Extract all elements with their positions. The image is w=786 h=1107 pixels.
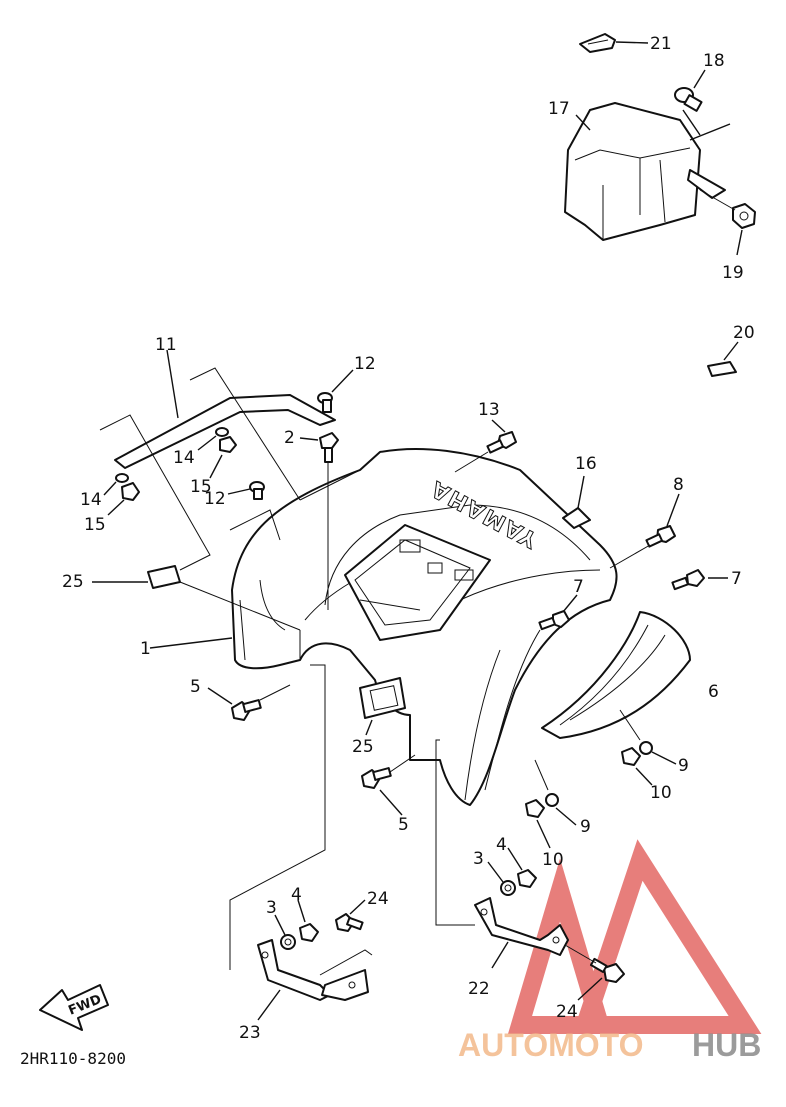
part-5-bolt-left (207, 684, 291, 721)
callout-3-right: 3 (473, 849, 484, 869)
part-24-bolt-left (335, 899, 366, 932)
part-14-15-upper (197, 427, 237, 479)
part-23-bracket (257, 939, 373, 1021)
part-20-pad (707, 341, 739, 377)
callout-23: 23 (239, 1023, 261, 1043)
callout-12-lower: 12 (204, 489, 226, 509)
callout-21: 21 (650, 34, 672, 54)
reference-frames (99, 367, 361, 571)
callout-15-lower: 15 (84, 515, 106, 535)
part-18-bolt (674, 69, 706, 112)
callout-5-lower: 5 (398, 815, 409, 835)
part-13-bolt (454, 419, 517, 473)
part-25-label-upper (92, 565, 301, 631)
callout-18: 18 (703, 51, 725, 71)
callout-6: 6 (708, 682, 719, 702)
callout-11: 11 (155, 335, 177, 355)
callout-3-left: 3 (266, 898, 277, 918)
part-14-15-lower (103, 473, 140, 516)
callout-13: 13 (478, 400, 500, 420)
leader-1 (149, 637, 233, 649)
callout-10-right: 10 (650, 783, 672, 803)
callout-25-lower: 25 (352, 737, 374, 757)
part-9-10-lower (525, 759, 577, 849)
callout-15-upper: 15 (190, 477, 212, 497)
part-7-bolt-left (538, 594, 578, 631)
watermark-logo (507, 839, 762, 1034)
callout-4-right: 4 (496, 835, 507, 855)
callout-24-left: 24 (367, 889, 389, 909)
callout-14-upper: 14 (173, 448, 195, 468)
fwd-arrow-icon: FWD (39, 984, 109, 1031)
part-19-nut (699, 189, 756, 256)
callout-24-right: 24 (556, 1002, 578, 1022)
part-22-bracket (474, 897, 569, 969)
part-9-10-right (619, 709, 677, 786)
part-16-label (562, 475, 591, 529)
callout-8: 8 (673, 475, 684, 495)
callout-22: 22 (468, 979, 490, 999)
watermark-part1: AUTOMOTO (458, 1027, 643, 1063)
part-8-bolt (609, 493, 680, 569)
callout-1: 1 (140, 639, 151, 659)
callout-7-right: 7 (731, 569, 742, 589)
part-24-bolt-right (564, 944, 625, 1001)
part-11-bracket (114, 349, 336, 469)
part-3-4-right (487, 847, 537, 896)
watermark-part2: HUB (692, 1027, 761, 1063)
part-6-guard (541, 611, 691, 739)
figure-code: 2HR110-8200 (20, 1049, 126, 1068)
callout-10-lower: 10 (542, 850, 564, 870)
part-5-bolt-lower (361, 754, 416, 816)
guide-center (435, 739, 475, 926)
callout-17: 17 (548, 99, 570, 119)
callout-12-upper: 12 (354, 354, 376, 374)
callout-16: 16 (575, 454, 597, 474)
callout-7-left: 7 (573, 577, 584, 597)
callout-25-upper: 25 (62, 572, 84, 592)
callout-19: 19 (722, 263, 744, 283)
callout-14-lower: 14 (80, 490, 102, 510)
part-7-bolt-right (671, 569, 728, 591)
part-3-4-left (274, 899, 319, 950)
part-17-cover (564, 102, 731, 241)
callout-5-left: 5 (190, 677, 201, 697)
part-12-bolt-upper (317, 369, 354, 413)
watermark-text: AUTOMOTO HUB (458, 1027, 761, 1063)
part-2-bolt (299, 432, 339, 610)
callout-2: 2 (284, 428, 295, 448)
part-12-bolt-lower (227, 481, 265, 500)
part-25-label-lower (359, 677, 406, 736)
callout-9-right: 9 (678, 756, 689, 776)
callout-20: 20 (733, 323, 755, 343)
part-21-clip (579, 33, 649, 53)
callout-labels: 21 18 17 19 20 11 12 13 2 14 16 8 15 12 … (62, 34, 755, 1043)
callout-4-left: 4 (291, 885, 302, 905)
guide-left (229, 664, 326, 970)
callout-9-lower: 9 (580, 817, 591, 837)
